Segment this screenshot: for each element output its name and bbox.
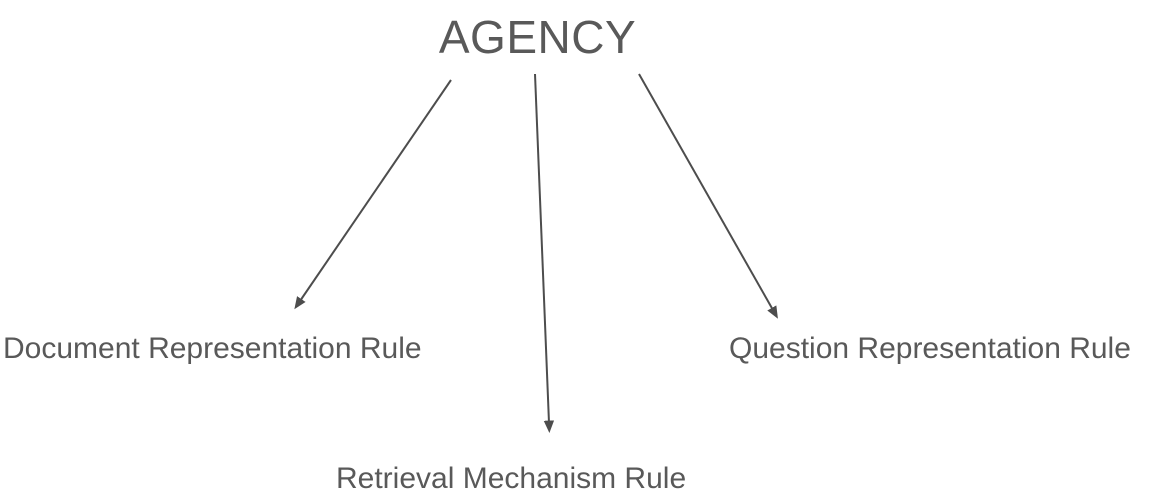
node-document-representation-rule: Document Representation Rule bbox=[3, 332, 422, 365]
edge-agency-to-question bbox=[638, 73, 778, 319]
node-retrieval-mechanism-rule: Retrieval Mechanism Rule bbox=[336, 462, 687, 495]
edge-agency-to-document bbox=[294, 79, 452, 310]
node-agency: AGENCY bbox=[438, 11, 637, 63]
edge-agency-to-retrieval bbox=[534, 73, 555, 433]
node-question-representation-rule: Question Representation Rule bbox=[729, 332, 1131, 365]
